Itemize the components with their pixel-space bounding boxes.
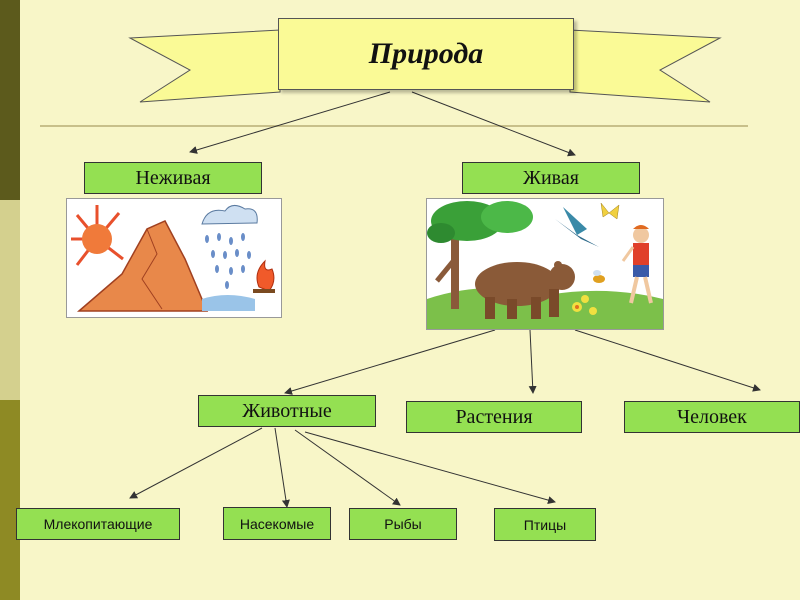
bear-icon: [475, 261, 575, 319]
bird-icon: [555, 207, 599, 247]
node-mammals-label: Млекопитающие: [43, 516, 153, 532]
title-box: Природа: [278, 18, 574, 90]
node-nonliving-label: Неживая: [135, 166, 211, 189]
bee-icon: [593, 270, 605, 283]
page-title: Природа: [368, 37, 484, 70]
node-living-label: Живая: [523, 166, 579, 189]
node-living: Живая: [462, 162, 640, 194]
side-strip-top: [0, 0, 20, 200]
flower-icon: [572, 295, 597, 315]
living-illustration: [426, 198, 664, 330]
arrow-to-plants: [528, 329, 537, 394]
arrow-to-insects: [274, 427, 290, 508]
node-fish: Рыбы: [349, 508, 457, 540]
side-strip-middle: [0, 200, 20, 400]
node-nonliving: Неживая: [84, 162, 262, 194]
arrow-to-fish: [294, 429, 401, 506]
sun-icon: [71, 205, 124, 266]
tree-icon: [427, 201, 533, 309]
arrow-to-human: [574, 329, 761, 392]
boy-icon: [621, 225, 653, 304]
node-mammals: Млекопитающие: [16, 508, 180, 540]
arrow-to-living: [411, 91, 576, 157]
node-fish-label: Рыбы: [384, 516, 422, 532]
divider-line: [40, 125, 748, 127]
arrow-to-birds: [304, 431, 556, 504]
butterfly-icon: [600, 202, 620, 220]
title-ribbon: [128, 29, 722, 103]
arrow-to-mammals: [129, 427, 263, 499]
node-human-label: Человек: [677, 405, 747, 428]
water-icon: [202, 295, 255, 311]
node-plants: Растения: [406, 401, 582, 433]
node-insects-label: Насекомые: [239, 515, 315, 532]
arrow-to-animals: [284, 329, 496, 395]
rain-cloud-icon: [201, 205, 258, 289]
node-plants-label: Растения: [455, 405, 533, 428]
arrow-to-nonliving: [189, 91, 391, 154]
node-animals: Животные: [198, 395, 376, 427]
side-strip-bottom: [0, 400, 20, 600]
node-birds: Птицы: [494, 508, 596, 541]
node-birds-label: Птицы: [523, 516, 567, 533]
nonliving-illustration: [66, 198, 282, 318]
node-insects: Насекомые: [223, 507, 331, 540]
fire-icon: [253, 259, 275, 293]
node-human: Человек: [624, 401, 800, 433]
node-animals-label: Животные: [242, 399, 332, 422]
